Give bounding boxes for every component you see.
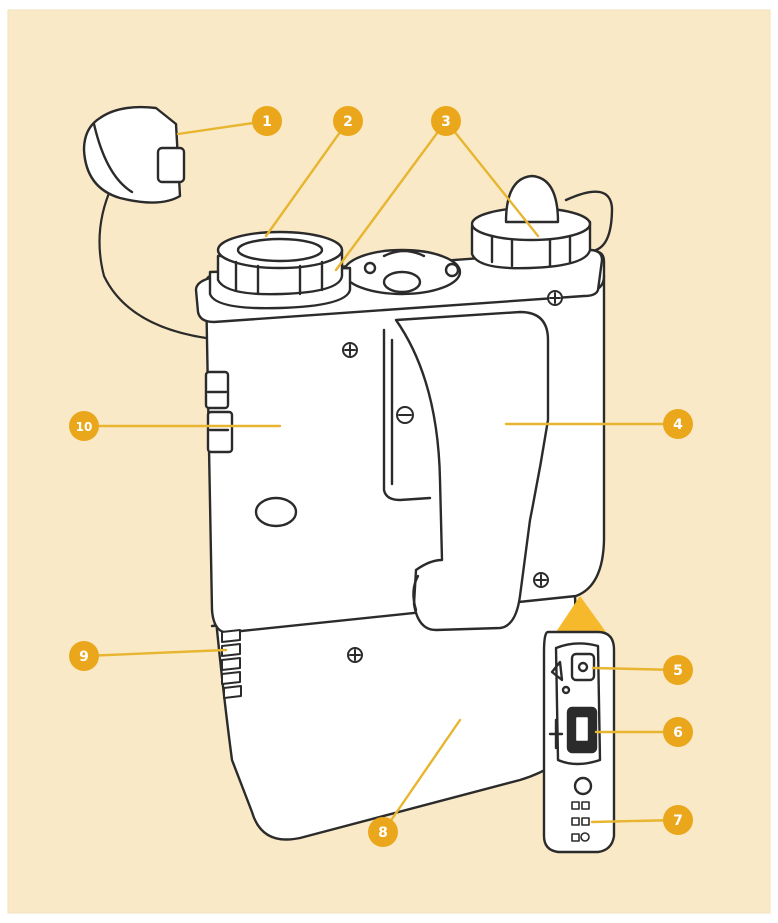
side-panel-dot <box>563 687 569 693</box>
usb-port-inner <box>575 716 589 742</box>
callout-3: 3 <box>431 106 461 136</box>
callout-1: 1 <box>252 106 282 136</box>
callout-5: 5 <box>663 655 693 685</box>
callout-6-label: 6 <box>673 725 683 741</box>
grip-ridges <box>222 630 241 698</box>
top-port-knob <box>384 272 420 292</box>
body-round-button <box>256 498 296 526</box>
charge-port-pin <box>579 663 587 671</box>
side-round-button <box>575 778 591 794</box>
callout-9-label: 9 <box>79 649 89 665</box>
callout-2: 2 <box>333 106 363 136</box>
side-button-top <box>206 372 228 408</box>
callout-8-label: 8 <box>378 825 388 841</box>
top-port-dot-right <box>446 264 458 276</box>
callout-7-label: 7 <box>673 813 683 829</box>
callout-3-label: 3 <box>441 114 451 130</box>
callout-5-label: 5 <box>673 663 683 679</box>
callout-6: 6 <box>663 717 693 747</box>
callout-8: 8 <box>368 817 398 847</box>
callout-2-label: 2 <box>343 114 353 130</box>
callout-10: 10 <box>69 411 99 441</box>
side-button-bottom <box>208 412 232 452</box>
callout-4-label: 4 <box>673 417 683 433</box>
top-port-dot-left <box>365 263 375 273</box>
callout-10-label: 10 <box>76 420 93 434</box>
callout-1-label: 1 <box>262 114 272 130</box>
callout-7: 7 <box>663 805 693 835</box>
callout-9: 9 <box>69 641 99 671</box>
callout-4: 4 <box>663 409 693 439</box>
left-connector <box>210 232 350 308</box>
